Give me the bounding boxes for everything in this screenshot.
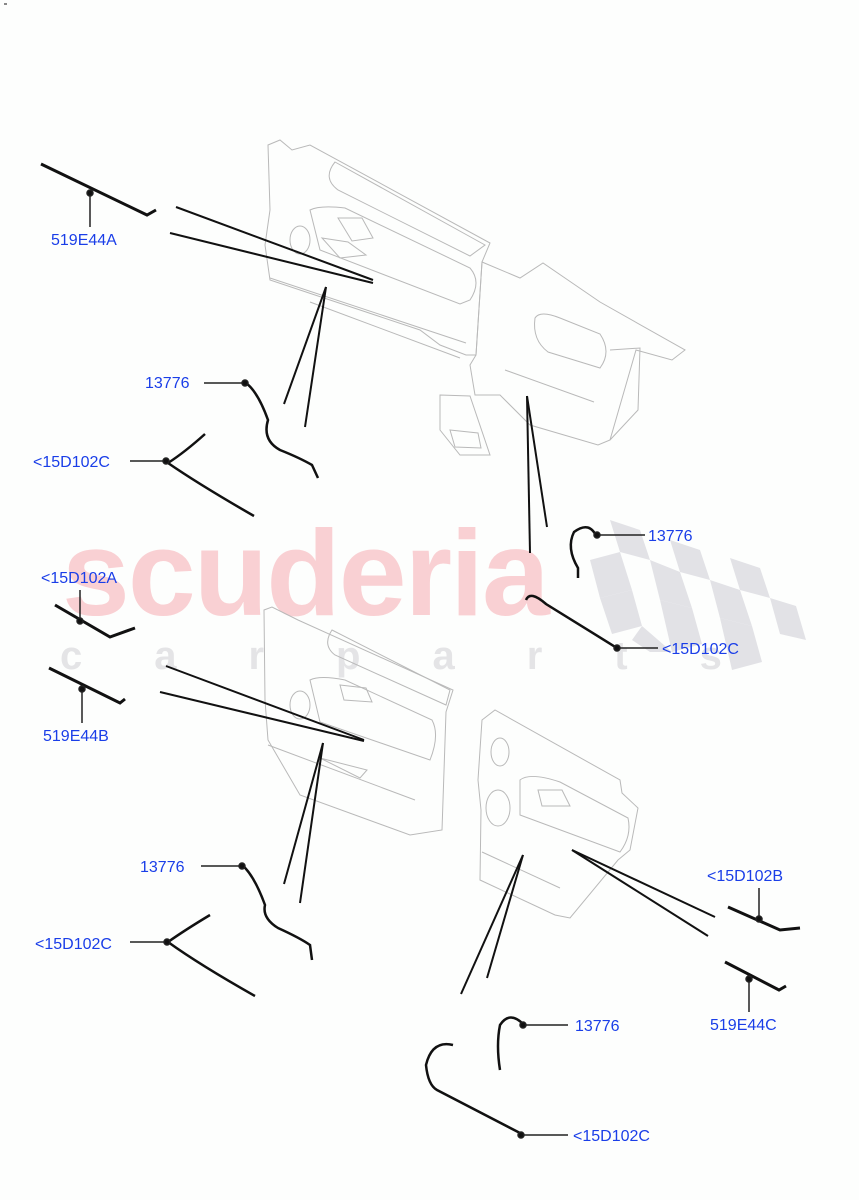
wiring-harness-15d102c-2 (524, 594, 618, 650)
sill-strip-519e44b (48, 666, 126, 705)
callout-519e44c[interactable]: 519E44C (710, 1017, 777, 1034)
callout-519e44a[interactable]: 519E44A (51, 232, 117, 249)
sill-strip-15d102a (54, 603, 136, 639)
sill-strip-a (40, 162, 157, 217)
watermark-brand: scuderia (62, 505, 550, 641)
front-door-trim-panel-top (264, 139, 491, 359)
wiring-harness-15d102c-4 (424, 1042, 521, 1135)
wiring-harness-13776-3 (241, 864, 314, 961)
callout-13776[interactable]: 13776 (140, 859, 185, 876)
sill-strip-519e44c (724, 960, 787, 992)
callout-519e44b[interactable]: 519E44B (43, 728, 109, 745)
callout-15d102c[interactable]: <15D102C (35, 936, 112, 953)
wiring-harness-15d102c-1 (167, 433, 255, 518)
callout-13776[interactable]: 13776 (145, 375, 190, 392)
corner-mark (4, 3, 7, 5)
sill-strip-15d102b (727, 905, 801, 932)
callout-15d102c[interactable]: <15D102C (662, 641, 739, 658)
watermark-tagline: carparts (60, 634, 794, 678)
callout-15d102c[interactable]: <15D102C (33, 454, 110, 471)
callout-15d102c[interactable]: <15D102C (573, 1128, 650, 1145)
callout-15d102a[interactable]: <15D102A (41, 570, 118, 587)
callout-13776[interactable]: 13776 (575, 1018, 620, 1035)
front-door-trim-panel-middle (263, 606, 454, 836)
callout-15d102b[interactable]: <15D102B (707, 868, 784, 885)
wiring-harness-13776-1 (245, 382, 320, 479)
callout-13776[interactable]: 13776 (648, 528, 693, 545)
wiring-harness-13776-2 (569, 525, 599, 578)
wiring-harness-13776-4 (496, 1016, 525, 1071)
rear-door-trim-panel (477, 709, 639, 919)
wiring-harness-15d102c-3 (167, 913, 256, 998)
rear-trim-assembly-top (439, 261, 686, 456)
